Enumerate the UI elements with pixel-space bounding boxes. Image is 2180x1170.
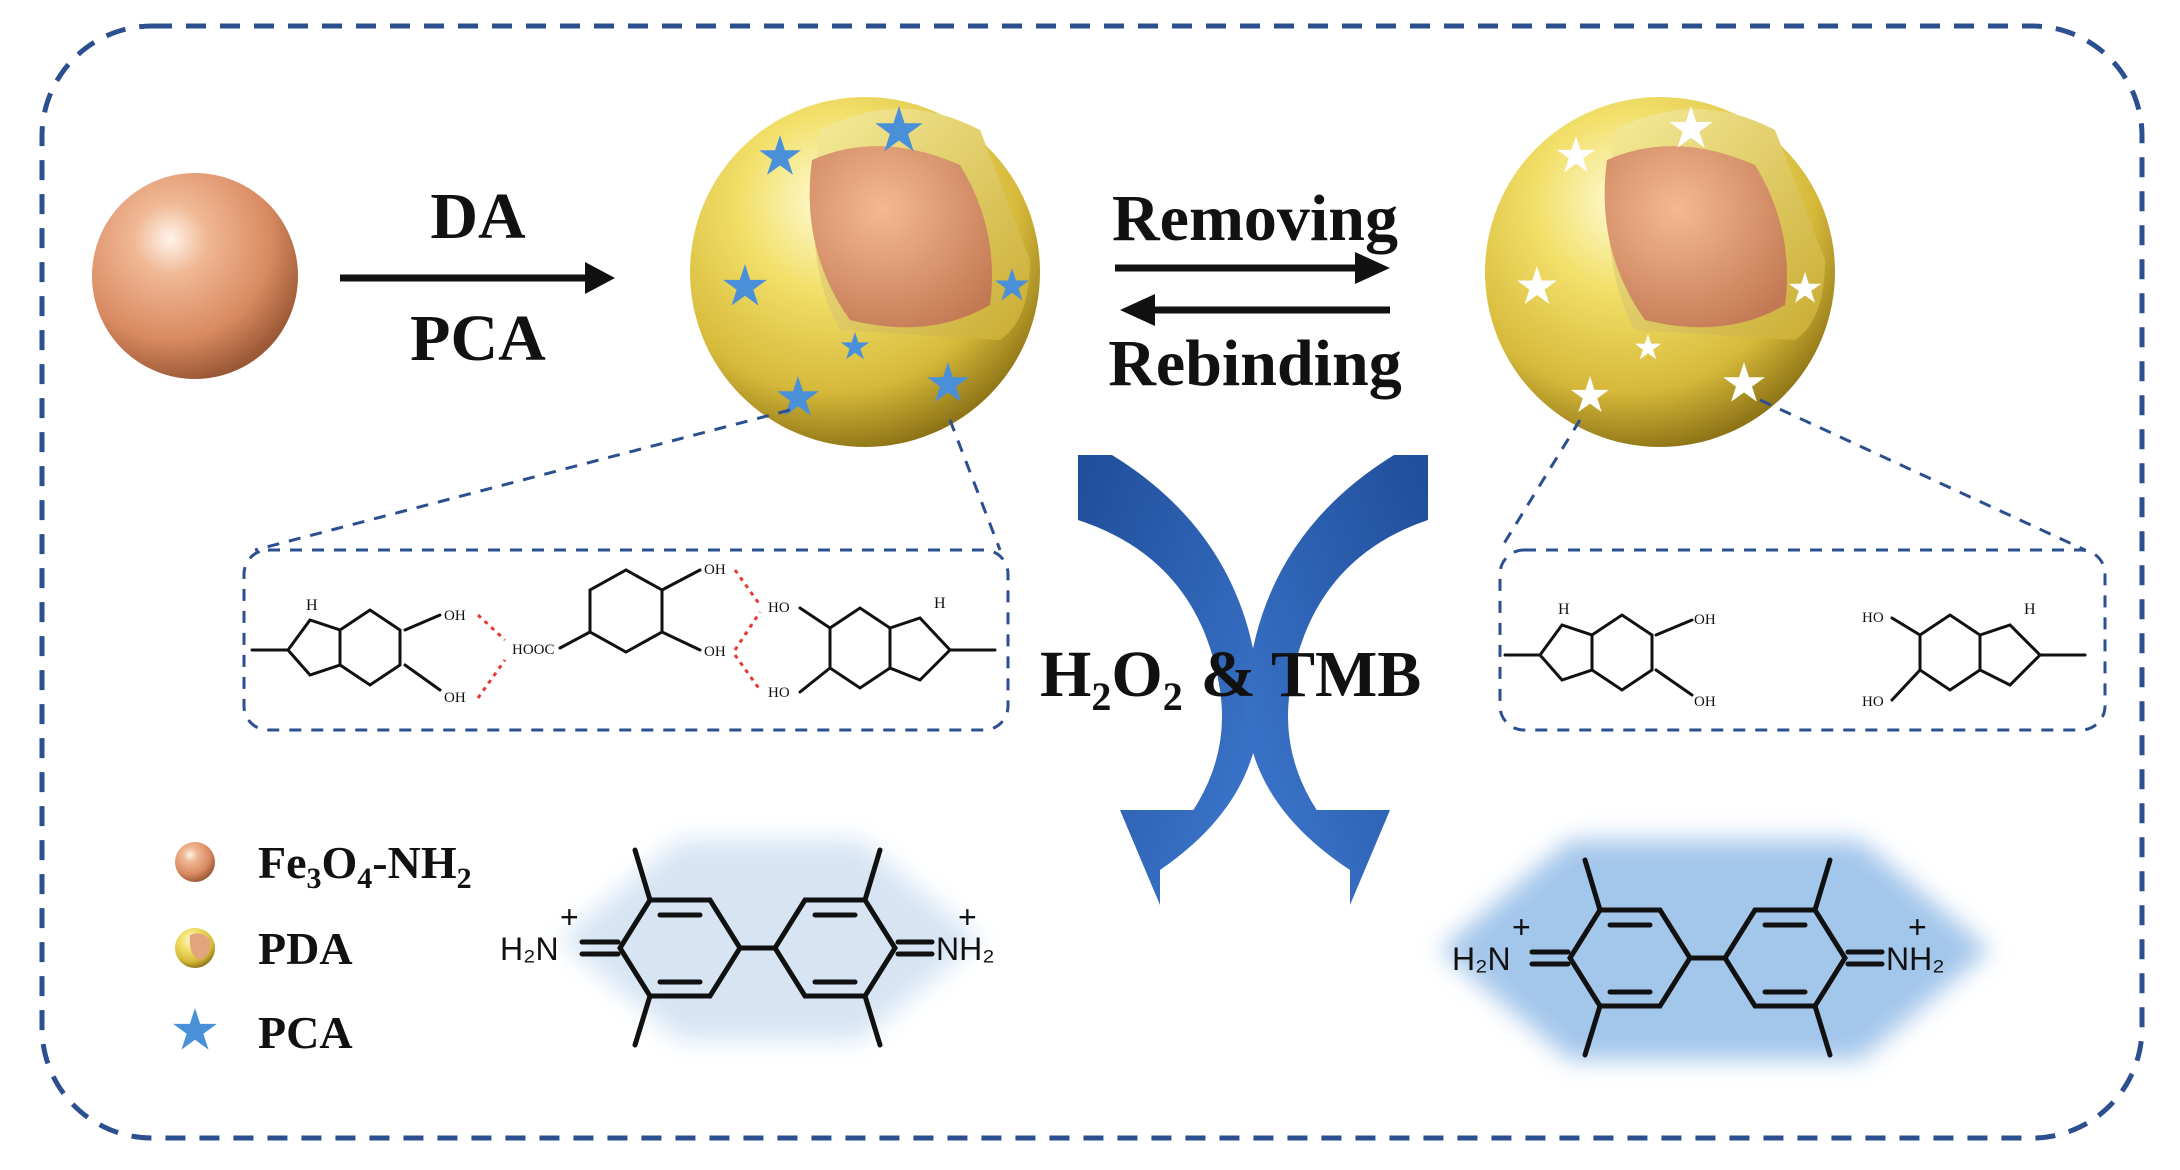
label-da: DA xyxy=(430,180,526,253)
legend-core-icon xyxy=(175,842,215,882)
cavity-box xyxy=(1498,548,2107,732)
plus-label: + xyxy=(560,899,579,935)
zoom-lines xyxy=(254,398,2086,552)
oh-label: OH xyxy=(1694,612,1716,628)
crossed-reaction-arrows xyxy=(1078,455,1428,905)
nh-label: H xyxy=(306,597,318,614)
polydopamine-unit-cavity-left: H OH OH xyxy=(1503,601,1716,710)
nh-label: H xyxy=(1558,601,1570,618)
legend-shell-label: PDA xyxy=(258,923,353,974)
oxidized-tmb-left: H₂N + NH₂ + xyxy=(500,840,995,1048)
label-rebinding: Rebinding xyxy=(1108,327,1401,400)
reverse-arrow xyxy=(1120,294,1390,326)
plus-label: + xyxy=(1512,909,1531,945)
nh-label: H xyxy=(2024,601,2036,618)
ho-label: HO xyxy=(768,600,790,616)
ho-label: HO xyxy=(768,685,790,701)
polydopamine-unit-cavity-right: HO HO H xyxy=(1862,601,2087,710)
pca-molecule: HOOC OH OH xyxy=(512,562,726,660)
polydopamine-unit-left: H OH OH xyxy=(250,597,466,706)
nh-label: H xyxy=(934,595,946,612)
ho-label: HO xyxy=(1862,694,1884,710)
step1-arrow xyxy=(340,262,615,294)
fe3o4-core-sphere xyxy=(92,173,298,379)
nh2-label: NH₂ xyxy=(936,931,995,967)
plus-label: + xyxy=(958,899,977,935)
forward-arrow xyxy=(1115,252,1390,284)
nh2-label: NH₂ xyxy=(1886,941,1945,977)
legend-template-label: PCA xyxy=(258,1007,353,1058)
imprinted-interaction-box xyxy=(242,548,1010,732)
outer-dashed-frame xyxy=(39,23,2145,1141)
h2n-label: H₂N xyxy=(1452,941,1511,977)
curved-arrow-left xyxy=(1078,455,1261,905)
oh-label: OH xyxy=(444,690,466,706)
oxidized-tmb-right: H₂N + NH₂ + xyxy=(1440,840,1990,1060)
hydrogen-bonds xyxy=(476,569,762,699)
legend-shell-icon xyxy=(175,928,215,968)
curved-arrow-right xyxy=(1245,455,1428,905)
removed-sphere xyxy=(1485,97,1835,447)
legend: Fe3O4-NH2 PDA PCA xyxy=(173,837,472,1058)
oh-label: OH xyxy=(444,608,466,624)
plus-label: + xyxy=(1908,909,1927,945)
polydopamine-unit-right: HO HO H xyxy=(768,595,997,701)
label-pca-step: PCA xyxy=(410,302,546,375)
h2n-label: H₂N xyxy=(500,931,559,967)
imprinted-sphere xyxy=(690,97,1040,447)
legend-star-icon xyxy=(173,1008,217,1050)
label-removing: Removing xyxy=(1112,182,1398,255)
oh-label: OH xyxy=(1694,694,1716,710)
legend-core-label: Fe3O4-NH2 xyxy=(258,837,472,895)
hooc-label: HOOC xyxy=(512,642,555,658)
reagent-label: H2O2& TMB xyxy=(1040,638,1421,719)
oh-label: OH xyxy=(704,562,726,578)
ho-label: HO xyxy=(1862,610,1884,626)
oh-label: OH xyxy=(704,644,726,660)
